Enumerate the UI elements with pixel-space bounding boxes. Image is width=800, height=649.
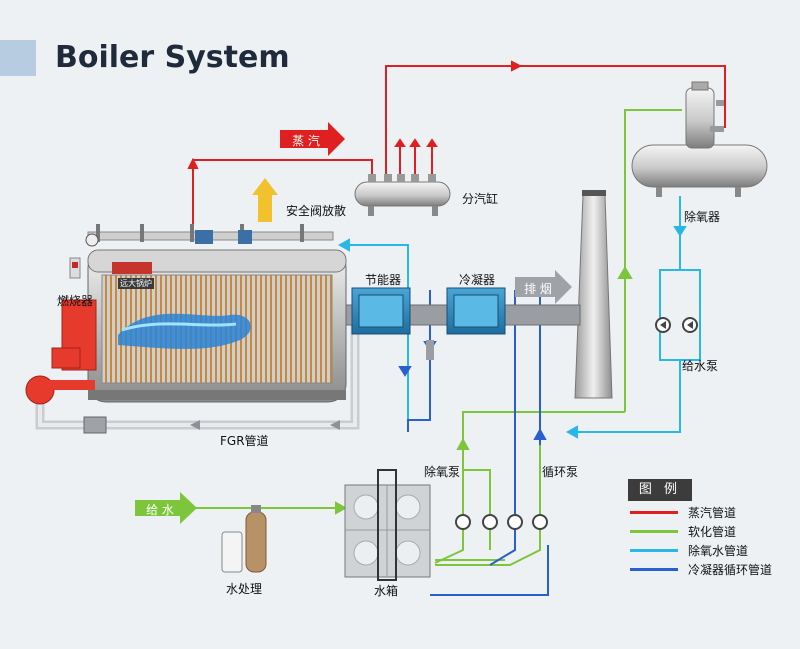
bottom-pump-group <box>455 514 548 530</box>
feed-pump-group <box>655 317 698 333</box>
legend-item-softened: 软化管道 <box>630 523 736 540</box>
steam-arrow-label: 蒸 汽 <box>292 134 320 148</box>
legend-label-deaerated: 除氧水管道 <box>688 544 749 558</box>
deaerator-pump-label: 除氧泵 <box>424 465 461 479</box>
safety-valve-label: 安全阀放散 <box>286 204 347 218</box>
feed-pump-label: 给水泵 <box>682 359 719 373</box>
steam-header-label: 分汽缸 <box>462 192 499 206</box>
legend-swatch-condenser <box>630 568 678 571</box>
burner-label: 燃烧器 <box>57 294 94 308</box>
steam-arrow <box>280 122 345 156</box>
steam-pipes <box>187 60 726 232</box>
circulation-pump-label: 循环泵 <box>542 465 579 479</box>
feed-water-arrow <box>135 492 197 524</box>
water-tank-label: 水箱 <box>374 584 399 598</box>
fgr-pipe-label: FGR管道 <box>220 434 269 448</box>
water-treatment-unit <box>221 505 267 573</box>
safety-valve-arrow <box>252 178 278 222</box>
legend-item-condenser: 冷凝器循环管道 <box>630 561 772 578</box>
legend-swatch-steam <box>630 511 678 514</box>
legend-label-steam: 蒸汽管道 <box>688 506 737 520</box>
title-accent-bar <box>0 40 36 76</box>
legend-swatch-deaerated <box>630 549 678 552</box>
feed-water-label: 给 水 <box>146 503 174 517</box>
deaerator-tank <box>631 81 768 197</box>
water-tank <box>344 469 431 581</box>
page-title: Boiler System <box>55 40 290 75</box>
steam-header <box>354 174 451 216</box>
condenser-label: 冷凝器 <box>459 273 496 287</box>
deaerator-label: 除氧器 <box>684 210 721 224</box>
fgr-pipe <box>35 320 360 434</box>
water-treatment-label: 水处理 <box>226 582 263 596</box>
legend-label-condenser: 冷凝器循环管道 <box>688 563 773 577</box>
boiler-brand-label: 远大锅炉 <box>118 278 154 289</box>
legend-swatch-softened <box>630 530 678 533</box>
legend-label-softened: 软化管道 <box>688 525 737 539</box>
boiler-body <box>69 224 347 403</box>
burner <box>25 299 97 405</box>
legend-item-steam: 蒸汽管道 <box>630 504 736 521</box>
legend-item-deaerated: 除氧水管道 <box>630 542 748 559</box>
chimney <box>574 190 613 399</box>
exhaust-label: 排 烟 <box>524 282 552 296</box>
legend-title: 图 例 <box>628 479 692 501</box>
flue-duct <box>329 270 581 360</box>
economizer-label: 节能器 <box>365 273 402 287</box>
